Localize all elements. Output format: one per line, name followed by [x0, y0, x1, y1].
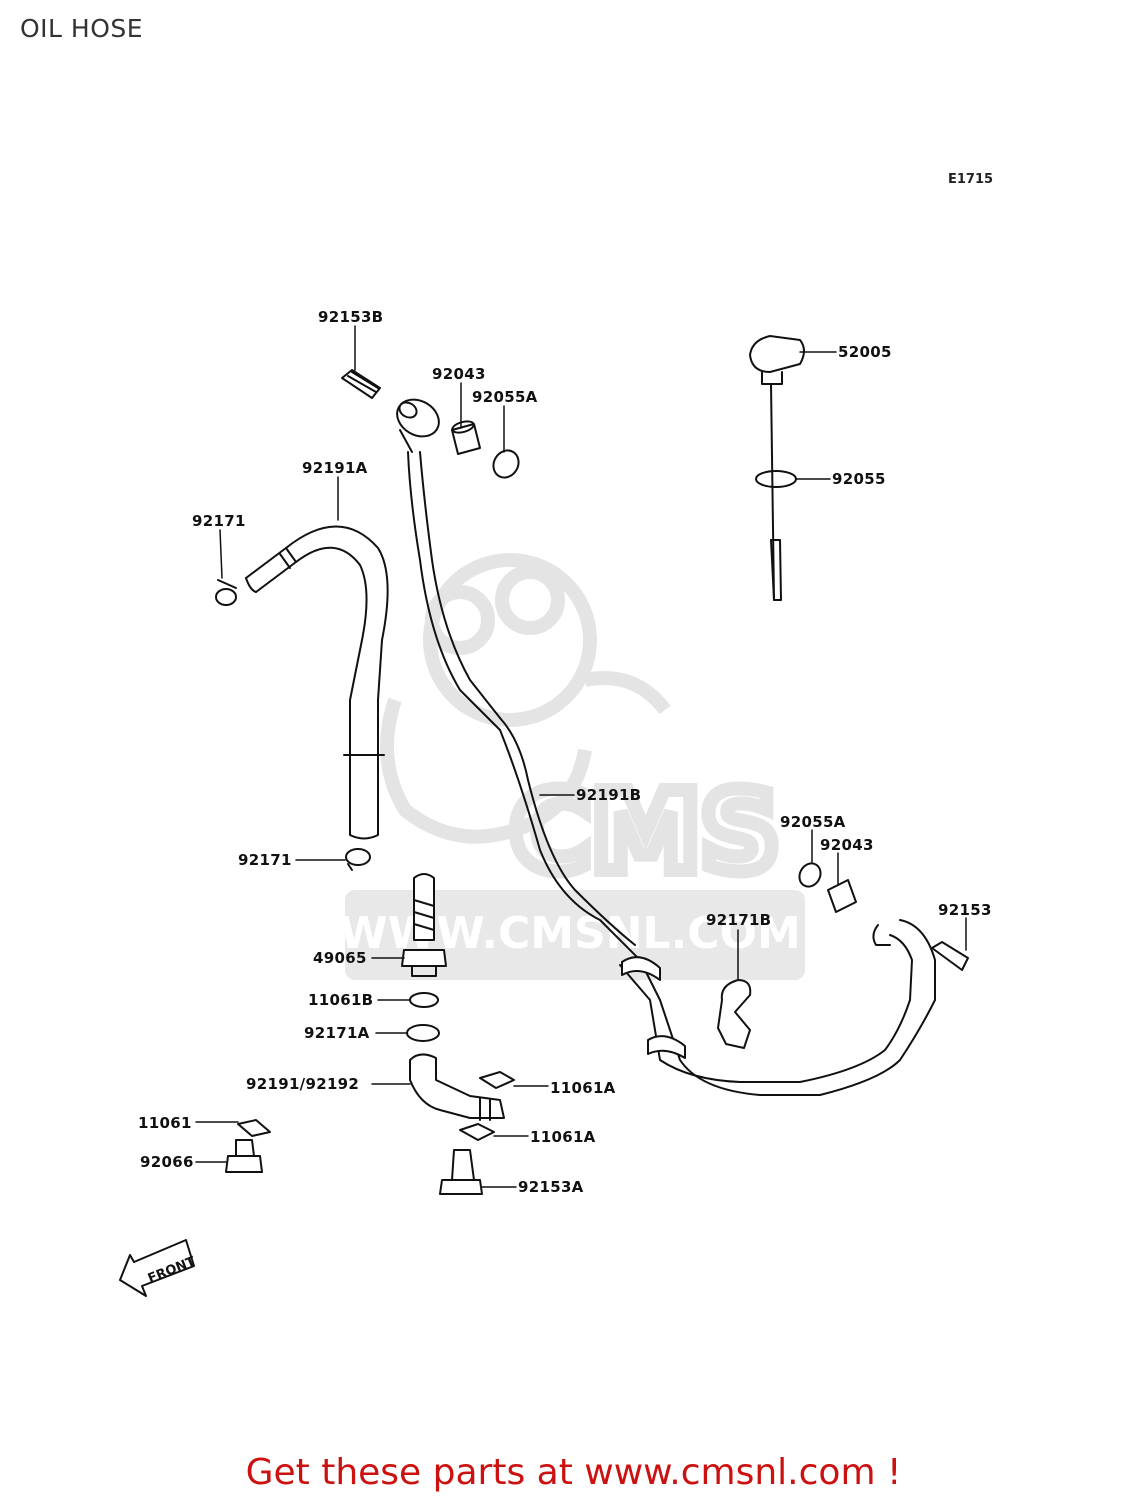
part-label-11061A-lower: 11061A	[530, 1128, 596, 1146]
part-label-92171B: 92171B	[706, 911, 772, 929]
hose-92191-92192	[409, 1053, 505, 1121]
part-label-92055A-top: 92055A	[472, 388, 538, 406]
part-label-92153A: 92153A	[518, 1178, 584, 1196]
part-label-52005: 52005	[838, 343, 892, 361]
part-label-11061: 11061	[138, 1114, 192, 1132]
hose-92191A	[245, 525, 389, 840]
part-label-92191-92192: 92191/92192	[246, 1075, 360, 1093]
washer-11061A-lower	[459, 1123, 495, 1141]
part-label-92171A: 92171A	[304, 1024, 370, 1042]
part-label-92055: 92055	[832, 470, 886, 488]
part-label-11061B: 11061B	[308, 991, 374, 1009]
watermark-logo: CMS	[510, 768, 779, 896]
bolt-92153A	[439, 1149, 483, 1195]
bolt-92153B	[341, 369, 381, 399]
part-label-92043-right: 92043	[820, 836, 874, 854]
diagram-code: E1715	[948, 172, 994, 187]
o-ring-92055A-right	[798, 862, 822, 888]
banjo-fitting-top	[396, 398, 440, 453]
leader-lines	[195, 325, 967, 1188]
washer-11061A-upper	[479, 1071, 515, 1089]
collar-92043-right	[827, 879, 857, 913]
part-label-92171-mid: 92171	[238, 851, 292, 869]
o-ring-92055	[755, 470, 797, 488]
drain-plug-92066	[225, 1139, 263, 1173]
part-label-92153: 92153	[938, 901, 992, 919]
bolt-92153	[931, 941, 969, 971]
washer-11061B	[409, 992, 439, 1008]
part-label-92191A: 92191A	[302, 459, 368, 477]
part-label-92055A-right: 92055A	[780, 813, 846, 831]
watermark-banner	[345, 890, 805, 980]
clamp-92171-top	[215, 579, 237, 606]
washer-11061	[237, 1119, 271, 1137]
part-label-92191B: 92191B	[576, 786, 642, 804]
part-label-49065: 49065	[313, 949, 367, 967]
part-label-92066: 92066	[140, 1153, 194, 1171]
dipstick-52005	[749, 335, 805, 601]
footer-promo-link[interactable]: Get these parts at www.cmsnl.com !	[245, 1452, 902, 1493]
clamp-92171B-pair	[621, 956, 686, 1059]
part-label-11061A-upper: 11061A	[550, 1079, 616, 1097]
o-ring-92055A-top	[492, 449, 520, 479]
clamp-92171B	[717, 979, 752, 1049]
hose-92191B	[407, 451, 936, 1096]
page-title: OIL HOSE	[20, 14, 144, 43]
part-label-92171-top: 92171	[192, 512, 246, 530]
clamp-92171-mid	[345, 848, 371, 871]
part-label-92153B: 92153B	[318, 308, 384, 326]
fitting-49065	[401, 873, 447, 977]
collar-92043-top	[451, 420, 481, 455]
clamp-92171A	[406, 1024, 440, 1042]
part-label-92043-top: 92043	[432, 365, 486, 383]
front-arrow-icon	[119, 1239, 195, 1297]
